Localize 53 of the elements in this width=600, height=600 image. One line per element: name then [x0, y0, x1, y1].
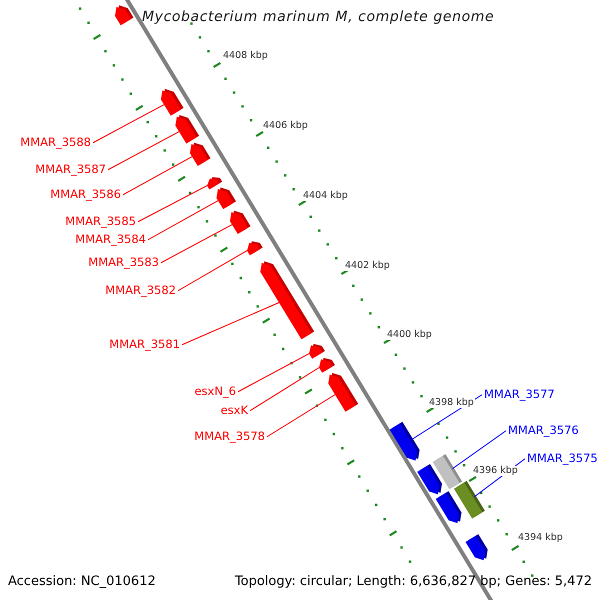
gene-label: MMAR_3585	[65, 216, 136, 228]
gene-label: MMAR_3578	[194, 431, 265, 442]
leader-line	[452, 430, 506, 470]
leader-line	[148, 200, 219, 240]
leader-line	[250, 366, 320, 412]
gene-feature	[328, 372, 358, 412]
tick-label: 4402 kbp	[344, 261, 391, 270]
gene-feature	[247, 241, 263, 256]
leader-line	[266, 394, 336, 438]
gene-feature	[390, 422, 420, 461]
leader-line	[238, 352, 310, 392]
gene-feature	[319, 358, 335, 373]
gene-label: MMAR_3581	[109, 339, 180, 350]
gene-feature	[466, 534, 488, 560]
tick-label: 4406 kbp	[262, 121, 309, 130]
tick-label: 4396 kbp	[472, 466, 519, 476]
tick-label: 4408 kbp	[222, 51, 269, 60]
leader-line	[182, 302, 280, 346]
accession-text: Accession: NC_010612	[8, 575, 156, 588]
gene-feature	[260, 261, 314, 340]
gene-feature	[309, 344, 325, 359]
gene-label: MMAR_3586	[50, 189, 121, 200]
gene-label: MMAR_3587	[35, 164, 106, 176]
gene-feature	[160, 88, 184, 116]
gene-feature	[114, 5, 134, 26]
title: Mycobacterium marinum M, complete genome	[142, 10, 494, 24]
gene-feature	[216, 187, 236, 210]
gene-label: esxN_6	[194, 386, 236, 398]
gene-feature	[417, 464, 442, 494]
gene-feature	[230, 210, 251, 234]
gene-label: MMAR_3588	[20, 137, 91, 148]
genome-summary: Topology: circular; Length: 6,636,827 bp; Genes: 5,472	[234, 575, 592, 588]
gene-label: MMAR_3584	[75, 234, 146, 246]
gene-label: esxK	[220, 405, 248, 416]
gene-label: MMAR_3575	[527, 453, 598, 464]
gene-label: MMAR_3583	[88, 257, 159, 268]
gene-label: MMAR_3577	[484, 389, 555, 400]
tick-label: 4404 kbp	[302, 191, 349, 200]
gene-feature	[207, 177, 222, 190]
tick-label: 4398 kbp	[428, 398, 475, 408]
gene-feature	[436, 491, 462, 524]
leader-line	[138, 184, 208, 222]
leader-line	[108, 130, 180, 170]
gene-label: MMAR_3582	[105, 285, 176, 296]
gene-feature	[175, 115, 200, 144]
gene-feature	[190, 142, 211, 166]
tick-label: 4394 kbp	[517, 533, 564, 542]
leader-line	[160, 224, 233, 264]
tick-label: 4400 kbp	[386, 330, 433, 340]
leader-line	[178, 250, 248, 292]
leader-line	[122, 156, 193, 196]
leader-line	[92, 104, 165, 144]
gene-label: MMAR_3576	[508, 425, 579, 436]
